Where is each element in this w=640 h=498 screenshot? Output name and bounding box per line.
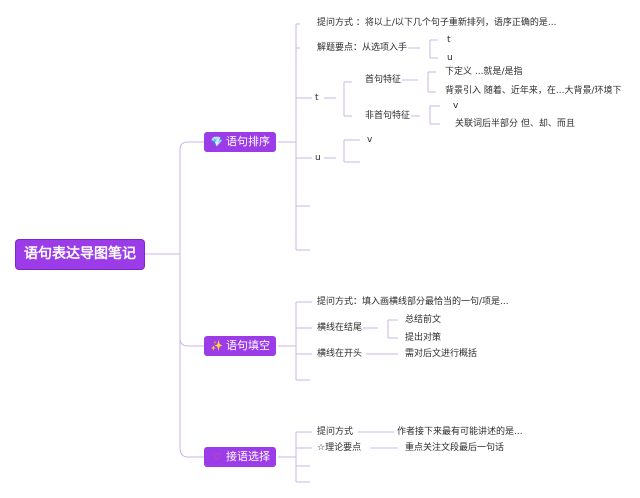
topic-label: 语句填空 (226, 339, 270, 352)
topic-sentence-filling[interactable]: ✨语句填空 (204, 336, 276, 356)
topic-label: 接语选择 (226, 450, 270, 463)
root-topic[interactable]: 语句表达导图笔记 (16, 240, 144, 269)
diamond-icon: 💎 (210, 137, 224, 148)
node-u-v[interactable]: v (366, 134, 374, 146)
node-conjunction-second-half[interactable]: 关联词后半部分 但、却、而且 (454, 118, 576, 130)
node-choice-question-format[interactable]: 提问方式 (316, 426, 355, 438)
node-background-intro[interactable]: 背景引入 随着、近年来，在...大背景/环境下 (444, 85, 623, 97)
node-option-t[interactable]: t (446, 34, 452, 46)
magic-wand-icon: ✨ (210, 341, 224, 352)
heart-icon: ♡ (212, 452, 222, 463)
node-t[interactable]: t (314, 92, 320, 104)
node-blank-at-start[interactable]: 横线在开头 (316, 348, 364, 360)
node-solving-points[interactable]: 解题要点：从选项入手 (316, 42, 409, 54)
node-non-first-sentence-features[interactable]: 非首句特征 (364, 110, 412, 122)
node-focus-last-sentence[interactable]: 重点关注文段最后一句话 (404, 442, 506, 454)
topic-sentence-sorting[interactable]: 💎语句排序 (204, 132, 276, 152)
node-summarize-previous[interactable]: 总结前文 (404, 314, 443, 326)
topic-continuation-choice[interactable]: ♡ 接语选择 (204, 447, 276, 467)
node-fill-question-format[interactable]: 提问方式：填入画横线部分最恰当的一句/项是... (316, 296, 510, 308)
node-theory-points[interactable]: ☆理论要点 (316, 442, 363, 454)
node-propose-countermeasure[interactable]: 提出对策 (404, 332, 443, 344)
node-blank-at-end[interactable]: 横线在结尾 (316, 322, 364, 334)
topic-label: 语句排序 (226, 135, 270, 148)
node-question-format[interactable]: 提问方式 ：将以上/以下几个句子重新排列，语序正确的是... (316, 17, 558, 29)
node-author-next[interactable]: 作者接下来最有可能讲述的是... (396, 426, 524, 438)
node-first-sentence-features[interactable]: 首句特征 (364, 74, 403, 86)
node-u[interactable]: u (314, 152, 322, 164)
node-summarize-following[interactable]: 需对后文进行概括 (404, 348, 479, 360)
node-v[interactable]: v (452, 100, 460, 112)
node-option-u[interactable]: u (446, 52, 454, 64)
node-definition[interactable]: 下定义 ...就是/是指 (444, 66, 524, 78)
